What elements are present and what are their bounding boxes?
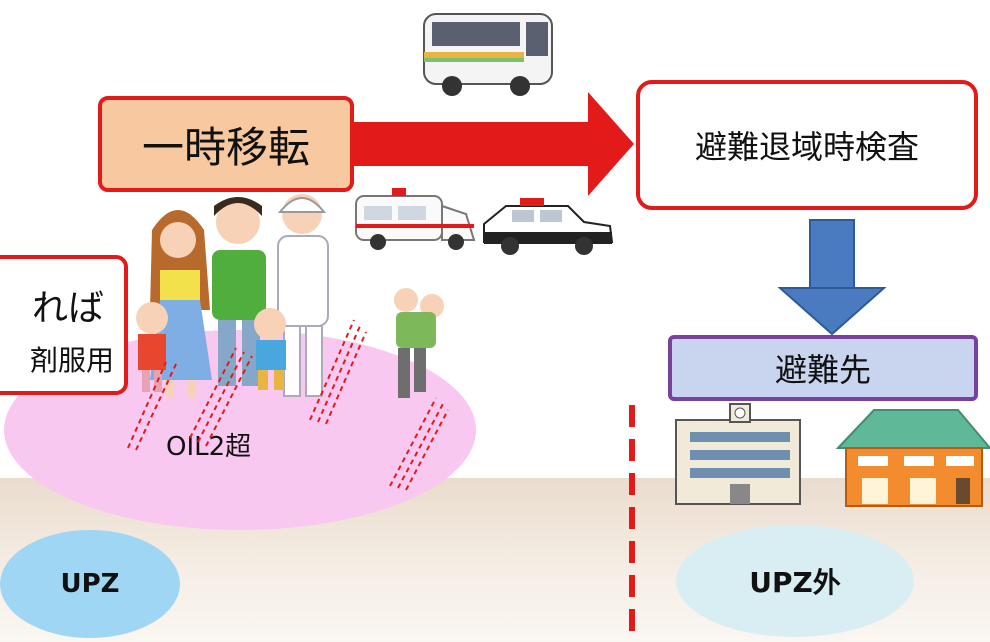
ambulance-icon — [355, 188, 476, 250]
upz-out-ellipse: UPZ外 — [676, 525, 914, 637]
oil2-label: OIL2超 — [166, 432, 252, 462]
school-building-icon — [675, 403, 801, 505]
left-note-line1: れば — [31, 288, 104, 329]
blue-down-arrow-icon — [777, 219, 887, 336]
upz-ellipse: UPZ — [0, 530, 180, 638]
police-car-icon — [483, 198, 614, 255]
ichiji-iten-box: 一時移転 — [98, 96, 354, 192]
upz-out-label: UPZ外 — [749, 566, 841, 599]
evacuation-destination-label: 避難先 — [774, 351, 871, 389]
house-icon — [835, 409, 990, 507]
upz-label: UPZ — [60, 569, 120, 599]
red-arrow-icon — [350, 92, 634, 196]
left-note-box: れば 剤服用 — [0, 255, 128, 395]
elderly-carrying-person-icon — [394, 288, 444, 398]
evacuation-inspection-label: 避難退域時検査 — [694, 128, 919, 166]
family-people-icon — [136, 194, 329, 398]
left-note-line2: 剤服用 — [29, 344, 114, 377]
evacuation-inspection-box: 避難退域時検査 — [636, 80, 978, 210]
evacuation-destination-box: 避難先 — [668, 335, 978, 401]
ichiji-iten-label: 一時移転 — [141, 122, 310, 172]
bus-icon — [423, 13, 553, 96]
radiation-lines-icon — [127, 319, 449, 491]
